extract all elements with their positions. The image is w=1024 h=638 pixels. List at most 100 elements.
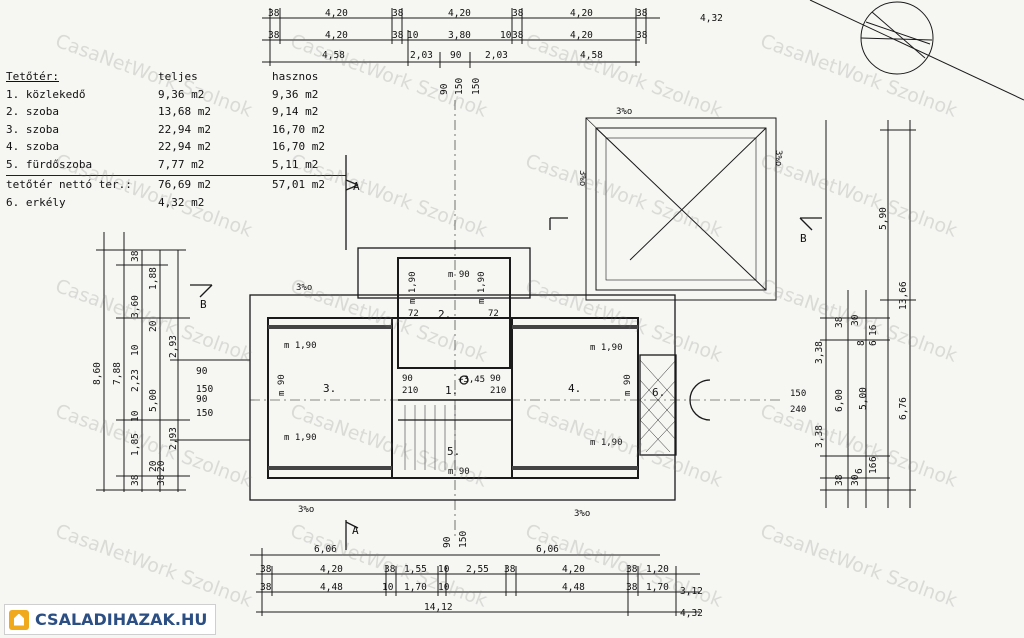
section-b-right-label: B bbox=[800, 232, 807, 245]
dim-label: 72 bbox=[408, 309, 419, 319]
dim-label: 3,38 bbox=[814, 341, 825, 364]
area-row: 4. szoba 22,94 m2 16,70 m2 bbox=[6, 138, 346, 156]
dim-label: 20 bbox=[156, 460, 167, 472]
height-label: m 1,90 bbox=[284, 433, 317, 443]
area-row-full: 13,68 m2 bbox=[158, 105, 211, 118]
section-b-left-label: B bbox=[200, 298, 207, 311]
dim-label: 38 bbox=[268, 30, 280, 41]
dim-label: 38 bbox=[512, 30, 524, 41]
dim-label: 150 bbox=[471, 78, 482, 95]
area-row: 2. szoba 13,68 m2 9,14 m2 bbox=[6, 103, 346, 121]
col-usable-header: hasznos bbox=[272, 70, 319, 83]
slope-label: 3%o bbox=[298, 505, 314, 515]
house-icon bbox=[9, 609, 29, 630]
dim-label: 4,48 bbox=[320, 582, 343, 593]
area-row-name: 2. szoba bbox=[6, 105, 59, 118]
area-row: 3. szoba 22,94 m2 16,70 m2 bbox=[6, 121, 346, 139]
dim-label: 16 bbox=[868, 324, 879, 336]
dim-label: 2,23 bbox=[130, 369, 141, 392]
slope-label: 3%o bbox=[296, 283, 312, 293]
dim-label: 4,48 bbox=[562, 582, 585, 593]
dim-label: 90 bbox=[196, 394, 208, 405]
roof-outline bbox=[585, 117, 777, 301]
section-markers bbox=[190, 155, 822, 550]
room-label-4: 4. bbox=[568, 382, 581, 395]
dim-label: 1,85 bbox=[130, 433, 141, 456]
area-row-name: 4. szoba bbox=[6, 140, 59, 153]
room-label-5: 5. bbox=[447, 445, 460, 458]
dim-label: 6,00 bbox=[834, 389, 845, 412]
area-row-usable: 9,36 m2 bbox=[272, 87, 319, 101]
dim-label: 150 bbox=[196, 408, 213, 419]
room-label-6: 6. bbox=[652, 386, 665, 399]
dim-label: 2,93 bbox=[168, 335, 179, 358]
area-row-full: 22,94 m2 bbox=[158, 122, 211, 136]
dim-label: 72 bbox=[488, 309, 499, 319]
area-row-full: 7,77 m2 bbox=[158, 157, 205, 171]
dim-label: 38 bbox=[626, 564, 638, 575]
dim-label: 38 bbox=[636, 30, 648, 41]
bottom-dimension-lines bbox=[250, 548, 700, 616]
dim-label: 38 bbox=[834, 316, 845, 328]
dim-label: 38 bbox=[392, 30, 404, 41]
dim-label: 10 bbox=[407, 30, 419, 41]
dim-label: 240 bbox=[790, 405, 806, 415]
dim-label: 38 bbox=[504, 564, 516, 575]
height-label: m 1,90 bbox=[590, 343, 623, 353]
dim-label: 10 bbox=[130, 410, 141, 422]
dim-label: 38 bbox=[626, 582, 638, 593]
section-a-top-label: A bbox=[353, 180, 360, 193]
height-label: m 1,90 bbox=[408, 271, 418, 304]
area-row-full: 9,36 m2 bbox=[158, 87, 205, 101]
site-brand-badge[interactable]: CSALADIHAZAK.HU bbox=[4, 604, 217, 635]
area-row: 1. közlekedő 9,36 m2 9,36 m2 bbox=[6, 86, 346, 104]
area-row-usable: 16,70 m2 bbox=[272, 122, 325, 136]
height-label: m 1,90 bbox=[284, 341, 317, 351]
dim-label: 38 bbox=[392, 8, 404, 19]
dim-label: 10 bbox=[438, 582, 450, 593]
dim-label: 1,70 bbox=[404, 582, 427, 593]
dim-label: 7,88 bbox=[112, 362, 123, 385]
dim-label: 20 bbox=[148, 460, 159, 472]
area-row-name: 5. fürdőszoba bbox=[6, 157, 93, 171]
top-dimension-labels: 38 4,20 38 4,20 38 4,20 38 4,32 38 4,20 … bbox=[268, 8, 723, 95]
area-table-title: Tetőtér: bbox=[6, 70, 59, 83]
slope-label: 3%o bbox=[577, 170, 587, 186]
area-extra-row: 6. erkély 4,32 m2 bbox=[6, 194, 346, 212]
area-row-usable: 5,11 m2 bbox=[272, 157, 319, 171]
height-label: m 90 bbox=[623, 374, 633, 396]
area-row-usable: 9,14 m2 bbox=[272, 105, 319, 118]
dim-label: 90 bbox=[490, 374, 501, 384]
right-dimension-labels: 13,66 5,90 6,76 38 30 8 16 6 3,38 6,00 5… bbox=[814, 207, 909, 486]
dim-label: 6,06 bbox=[536, 544, 559, 555]
height-label: m 90 bbox=[277, 374, 287, 396]
dim-label: 8,60 bbox=[92, 362, 103, 385]
plan-outer-walls bbox=[249, 100, 780, 540]
room-label-3: 3. bbox=[323, 382, 336, 395]
top-dimension-lines bbox=[262, 8, 660, 68]
dim-label: 2,55 bbox=[466, 564, 489, 575]
height-label: m 90 bbox=[448, 467, 470, 477]
dim-label: 90 bbox=[439, 83, 450, 95]
dim-label: 38 bbox=[156, 474, 167, 486]
dim-label: 38 bbox=[384, 564, 396, 575]
dim-label: 10 bbox=[500, 30, 512, 41]
section-a-bottom-label: A bbox=[352, 524, 359, 537]
dim-label: 4,58 bbox=[580, 50, 603, 61]
dim-label: 4,20 bbox=[570, 30, 593, 41]
dim-label: 210 bbox=[490, 386, 506, 396]
dim-label: 1,55 bbox=[404, 564, 427, 575]
dim-label: 1,88 bbox=[148, 267, 159, 290]
slope-label: 3%o bbox=[616, 107, 632, 117]
dim-label: 10 bbox=[130, 344, 141, 356]
dim-label: 38 bbox=[636, 8, 648, 19]
dim-label: 90 bbox=[402, 374, 413, 384]
north-arrow-icon bbox=[809, 0, 1024, 101]
bottom-dimension-labels: 6,06 6,06 38 4,20 38 1,55 10 2,55 38 4,2… bbox=[260, 531, 703, 619]
room-label-2: 2. bbox=[438, 308, 451, 321]
dim-label: 2,03 bbox=[485, 50, 508, 61]
dim-label: 1,20 bbox=[646, 564, 669, 575]
dim-label: 4,32 bbox=[700, 13, 723, 24]
dim-label: 4,20 bbox=[320, 564, 343, 575]
dim-label: 210 bbox=[402, 386, 418, 396]
